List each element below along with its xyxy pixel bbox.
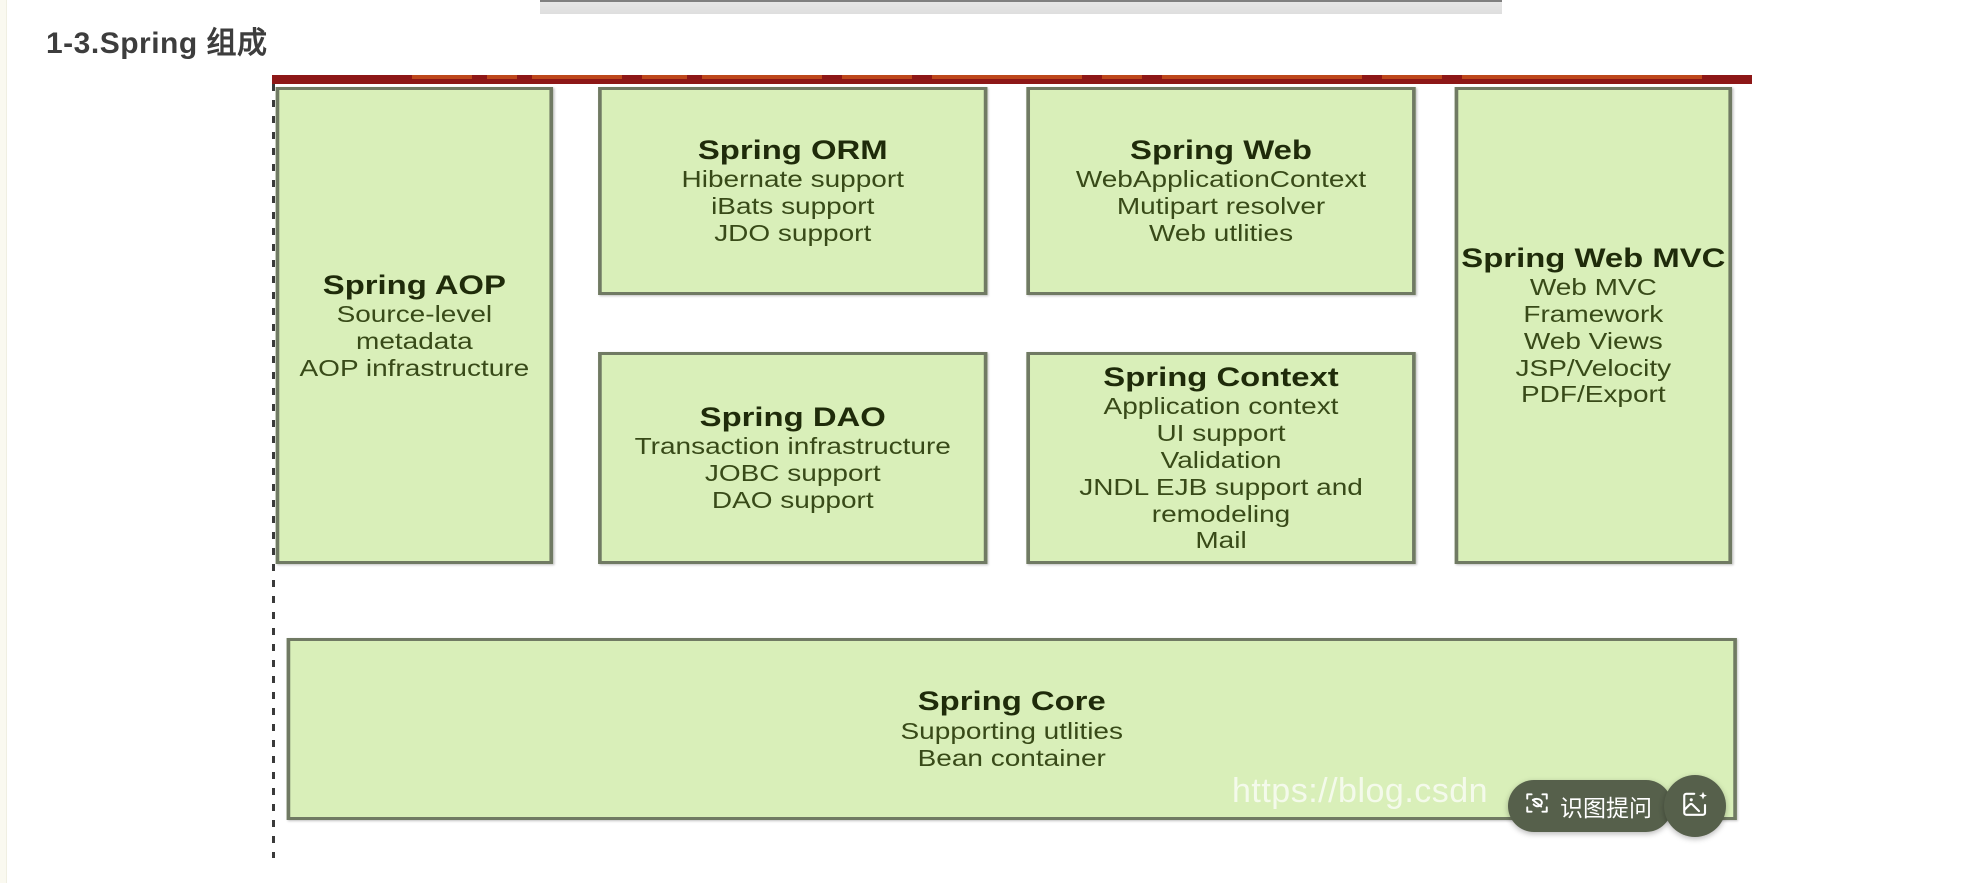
spring-architecture-figure: Spring AOP Source-level metadata AOP inf… <box>272 75 1752 858</box>
module-line: Mail <box>1195 527 1247 554</box>
module-box-spring-orm: Spring ORM Hibernate support iBats suppo… <box>598 87 988 295</box>
module-line: Source-level <box>336 300 493 327</box>
module-line: Application context <box>1103 392 1339 419</box>
module-box-spring-aop: Spring AOP Source-level metadata AOP inf… <box>275 87 554 564</box>
module-line: iBats support <box>711 193 875 220</box>
module-line: Web utlities <box>1148 220 1294 247</box>
ask-about-image-label: 识图提问 <box>1560 795 1652 821</box>
module-box-spring-context: Spring Context Application context UI su… <box>1026 352 1416 564</box>
module-line: metadata <box>356 327 473 354</box>
module-line: JOBC support <box>704 460 881 487</box>
module-line: JNDL EJB support and <box>1079 473 1363 500</box>
module-line: Hibernate support <box>681 166 904 193</box>
module-box-spring-dao: Spring DAO Transaction infrastructure JO… <box>598 352 988 564</box>
module-line: Web Views <box>1523 327 1663 354</box>
module-line: Web MVC <box>1529 273 1657 300</box>
module-line: Validation <box>1160 446 1282 473</box>
figure-top-bar <box>272 75 1752 84</box>
module-box-spring-core: Spring Core Supporting utlities Bean con… <box>286 638 1737 820</box>
module-line: WebApplicationContext <box>1075 166 1367 193</box>
module-line: UI support <box>1156 419 1286 446</box>
scan-image-icon <box>1524 790 1550 822</box>
module-line: Bean container <box>917 744 1106 771</box>
module-line: Framework <box>1523 300 1664 327</box>
image-sparkle-icon <box>1680 789 1710 824</box>
module-title: Spring AOP <box>322 269 506 300</box>
module-title: Spring ORM <box>697 135 888 166</box>
module-title: Spring Context <box>1103 361 1339 392</box>
image-tool-button[interactable] <box>1664 775 1726 837</box>
module-line: Transaction infrastructure <box>634 433 951 460</box>
page-left-edge <box>0 0 7 883</box>
module-line: JSP/Velocity <box>1515 354 1672 381</box>
module-line: remodeling <box>1151 500 1291 527</box>
module-line: AOP infrastructure <box>299 354 530 381</box>
module-title: Spring Web MVC <box>1461 242 1726 273</box>
module-title: Spring Web <box>1130 135 1312 166</box>
module-line: Mutipart resolver <box>1116 193 1326 220</box>
module-line: Supporting utlities <box>900 717 1123 744</box>
top-ui-strip <box>540 0 1502 14</box>
module-box-spring-web: Spring Web WebApplicationContext Mutipar… <box>1026 87 1416 295</box>
module-title: Spring Core <box>917 686 1106 717</box>
page-title: 1-3.Spring 组成 <box>46 27 268 60</box>
module-box-spring-web-mvc: Spring Web MVC Web MVC Framework Web Vie… <box>1454 87 1733 564</box>
module-line: JDO support <box>714 220 872 247</box>
figure-left-rule <box>272 84 275 858</box>
ask-about-image-button[interactable]: 识图提问 <box>1508 780 1672 832</box>
module-title: Spring DAO <box>699 402 886 433</box>
module-line: PDF/Export <box>1521 381 1666 408</box>
module-line: DAO support <box>711 487 874 514</box>
